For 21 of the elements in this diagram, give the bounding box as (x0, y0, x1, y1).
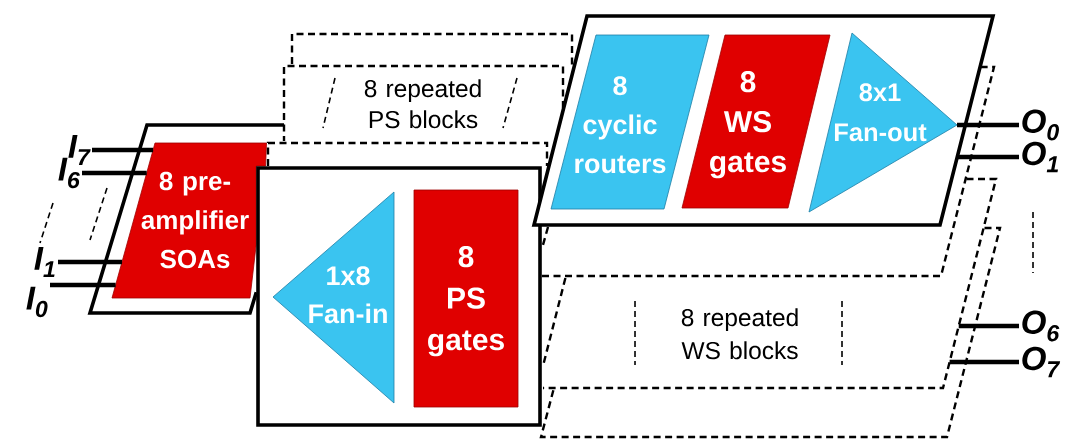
signal-line (82, 170, 147, 176)
fan-in-triangle: 1x8 Fan-in (272, 191, 395, 404)
gate-block: 8 WS gates (681, 34, 831, 209)
input-label: I$_{0}$ (26, 286, 48, 318)
signal-line (957, 122, 1019, 128)
signal-line (957, 154, 1019, 160)
gate-block: 8 PS gates (413, 189, 519, 408)
repeated-blocks-box: 8 repeated PS blocks (282, 64, 565, 143)
fan-out-triangle: 8x1 Fan-out (808, 32, 958, 213)
input-label: I$_{1}$ (34, 247, 55, 277)
signal-line (958, 323, 1019, 329)
output-label: O$_{1}$ (1022, 141, 1058, 173)
router-block: 8 cyclic routers (550, 34, 710, 210)
output-label: O$_{7}$ (1022, 346, 1061, 378)
signal-line (949, 359, 1019, 365)
signal-line (92, 147, 154, 153)
output-label: O$_{6}$ (1022, 310, 1060, 342)
signal-line (58, 259, 122, 265)
output-label: O$_{0}$ (1022, 109, 1059, 141)
amplifier-block: 8 pre-amplifier SOAs (111, 142, 267, 299)
signal-line (50, 282, 116, 288)
